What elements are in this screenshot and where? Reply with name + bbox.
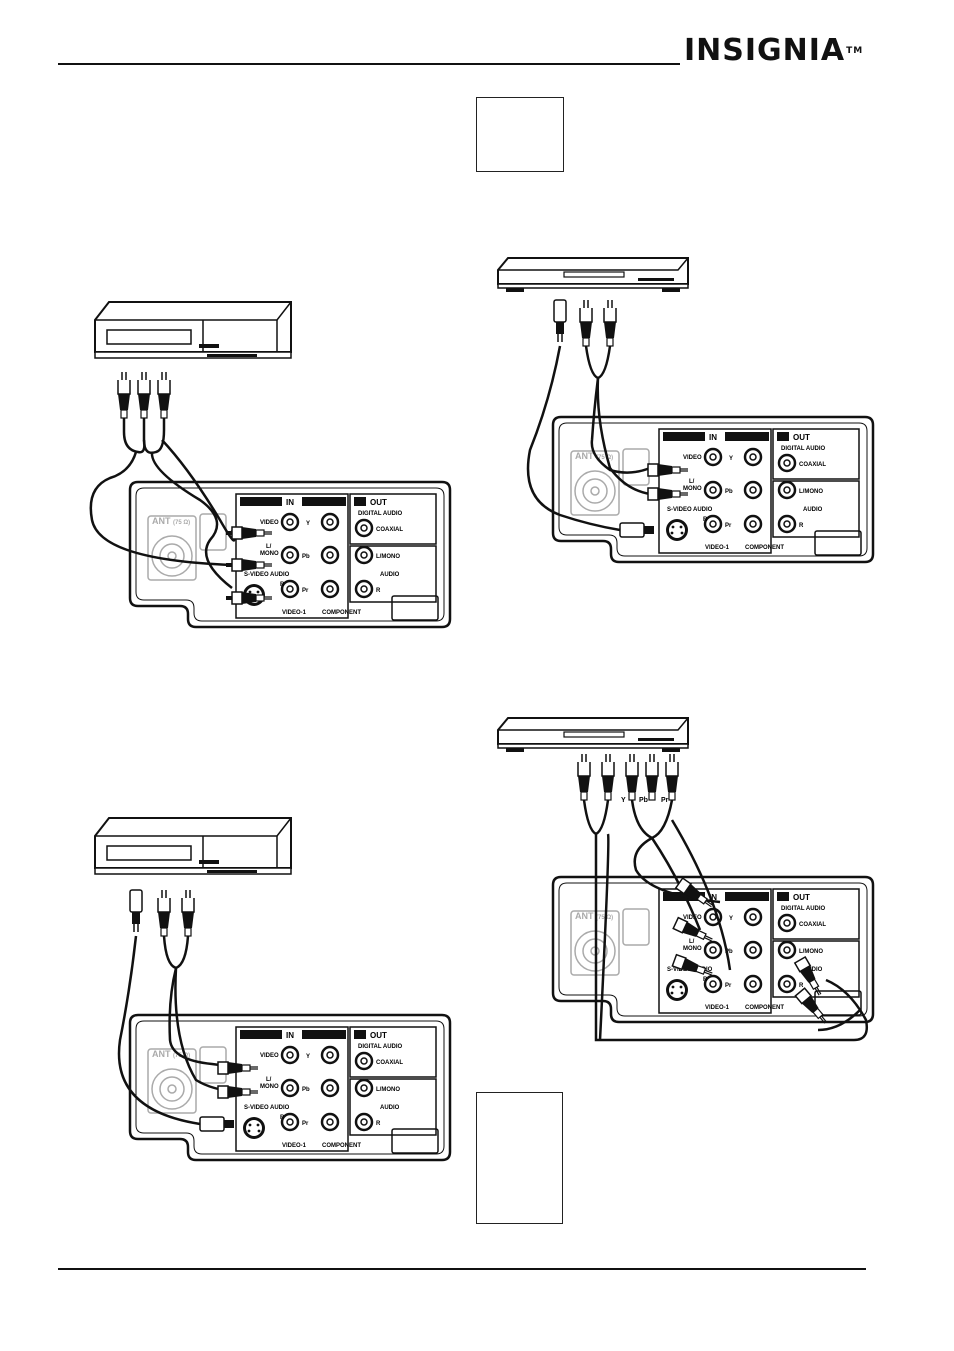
- diagram-vcr-composite: [89, 301, 452, 629]
- footer-rule: [58, 1268, 866, 1270]
- header-rule: [58, 63, 680, 65]
- svg-text:Y: Y: [621, 797, 626, 804]
- svg-text:Pr: Pr: [661, 797, 669, 804]
- insignia-logo: INSIGNIATM: [684, 33, 864, 68]
- note-box-top: [476, 97, 564, 172]
- svg-text:Pb: Pb: [639, 797, 648, 804]
- note-box-bottom: [476, 1092, 563, 1224]
- diagram-dvd-component: Y Pb Pr: [497, 717, 875, 1042]
- diagram-dvd-svideo: [497, 257, 875, 564]
- diagram-vcr-svideo: [94, 817, 452, 1162]
